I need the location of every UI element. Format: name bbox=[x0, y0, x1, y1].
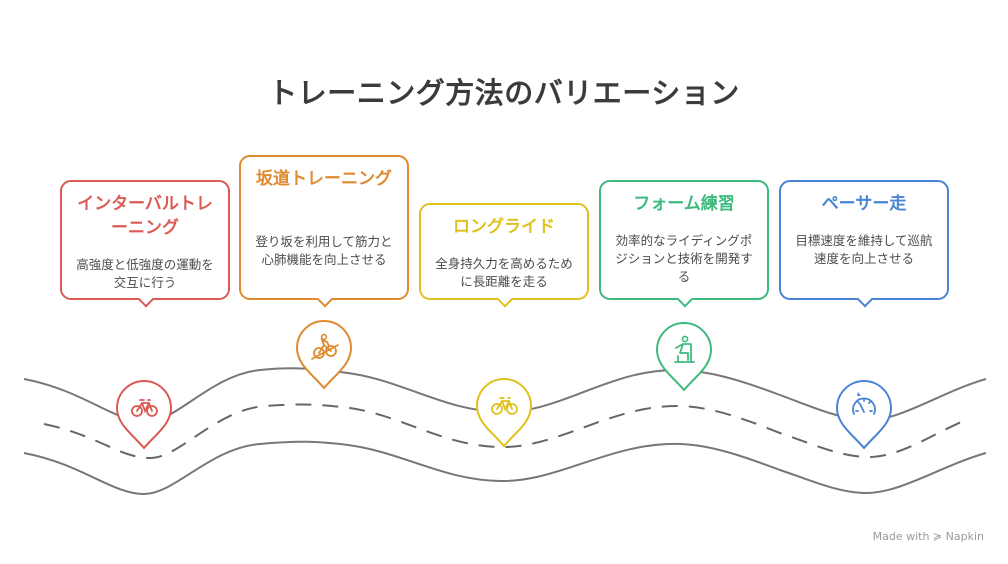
map-pin-3 bbox=[475, 378, 533, 448]
map-pin-5 bbox=[835, 380, 893, 450]
step-title: ペーサー走 bbox=[821, 194, 907, 214]
step-title: インターバルトレーニング bbox=[77, 194, 213, 238]
step-card-1: インターバルトレーニング高強度と低強度の運動を交互に行う bbox=[60, 180, 230, 308]
step-card-4: フォーム練習効率的なライディングポジションと技術を開発する bbox=[599, 180, 769, 308]
map-pin-2 bbox=[295, 320, 353, 390]
step-title: ロングライド bbox=[453, 217, 555, 237]
step-card-5: ペーサー走目標速度を維持して巡航速度を向上させる bbox=[779, 180, 949, 308]
diagram-title: トレーニング方法のバリエーション bbox=[268, 76, 740, 110]
napkin-watermark: Made with ≽ Napkin bbox=[872, 530, 984, 543]
bicycle-icon bbox=[131, 399, 158, 417]
uphill-cyclist-icon bbox=[311, 333, 339, 360]
step-description: 登り坂を利用して筋力と心肺機能を向上させる bbox=[255, 234, 393, 267]
speedometer-icon bbox=[852, 392, 876, 415]
step-title: 坂道トレーニング bbox=[256, 169, 392, 189]
step-title: フォーム練習 bbox=[633, 194, 735, 214]
bicycle-icon bbox=[491, 397, 518, 415]
map-pin-1 bbox=[115, 380, 173, 450]
step-description: 高強度と低強度の運動を交互に行う bbox=[76, 257, 214, 290]
step-description: 効率的なライディングポジションと技術を開発する bbox=[615, 233, 753, 284]
stationary-bike-icon bbox=[674, 335, 695, 363]
step-card-2: 坂道トレーニング登り坂を利用して筋力と心肺機能を向上させる bbox=[239, 155, 409, 308]
map-pin-4 bbox=[655, 322, 713, 392]
step-card-3: ロングライド全身持久力を高めるために長距離を走る bbox=[419, 203, 589, 308]
step-description: 目標速度を維持して巡航速度を向上させる bbox=[795, 233, 933, 266]
step-description: 全身持久力を高めるために長距離を走る bbox=[435, 256, 573, 289]
